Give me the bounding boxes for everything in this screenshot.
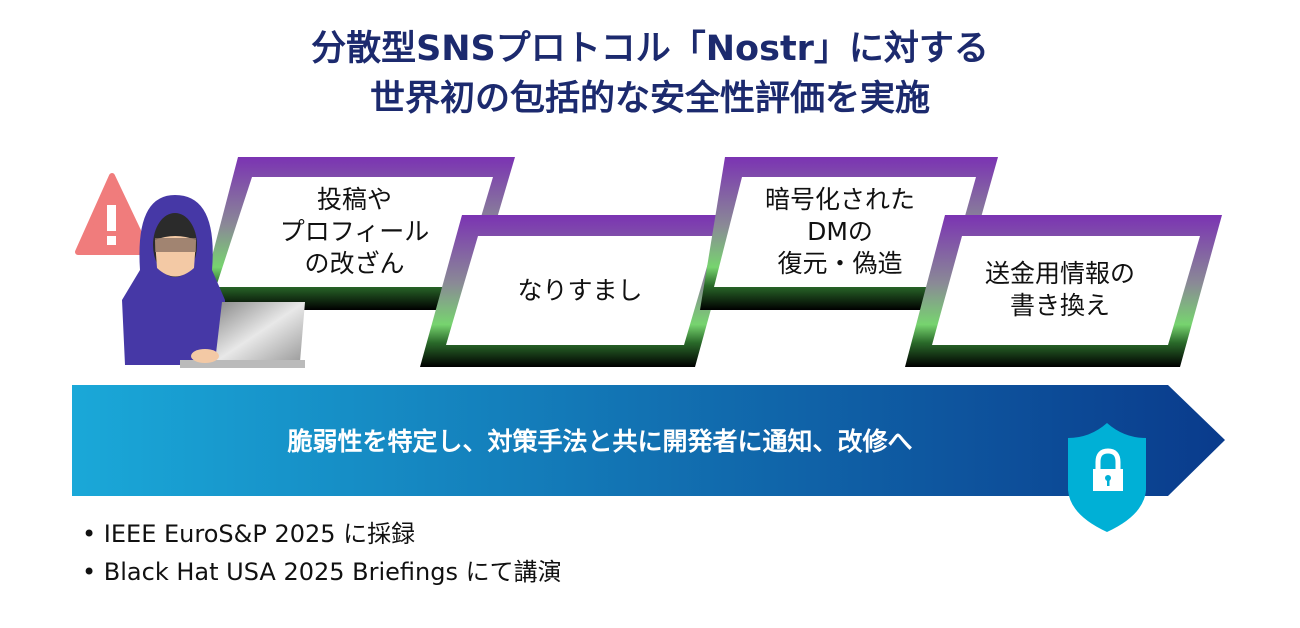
title-line-2: 世界初の包括的な安全性評価を実施 [369, 79, 930, 119]
title-line-1: 分散型SNSプロトコル「Nostr」に対する [311, 29, 989, 69]
hacker-icon [122, 195, 305, 368]
bullet-item: Black Hat USA 2025 Briefings にて講演 [82, 553, 562, 591]
attack-card-2 [420, 215, 737, 367]
attack-card-4 [905, 215, 1222, 367]
shield-lock-icon [1068, 423, 1146, 532]
bullet-item: IEEE EuroS&P 2025 に採録 [82, 515, 562, 553]
banner-text: 脆弱性を特定し、対策手法と共に開発者に通知、改修へ [287, 427, 913, 456]
attack-card-1-label: 投稿や プロフィール の改ざん [279, 185, 430, 278]
attack-card-1 [198, 157, 515, 310]
attack-card-3-label: 暗号化された DMの 復元・偽造 [764, 185, 915, 278]
attack-card-4-label: 送金用情報の 書き換え [984, 259, 1135, 320]
attack-card-3 [700, 157, 998, 310]
bullet-list: IEEE EuroS&P 2025 に採録 Black Hat USA 2025… [82, 515, 562, 591]
banner-arrow [72, 385, 1225, 496]
attack-card-2-label: なりすまし [517, 276, 643, 305]
warning-icon [75, 173, 151, 255]
